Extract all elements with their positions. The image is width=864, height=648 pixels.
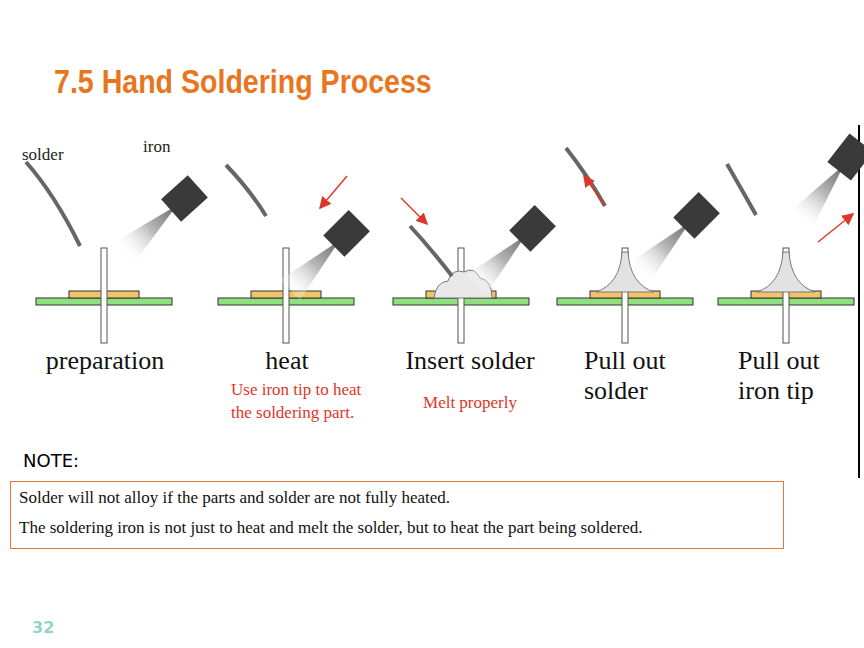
note-text: Solder will not alloy if the parts and s… bbox=[19, 488, 775, 508]
part-name: iron bbox=[143, 137, 170, 157]
step-note: Melt properly bbox=[385, 391, 555, 414]
step-caption: preparation bbox=[20, 346, 190, 376]
step-caption: Pull out iron tip bbox=[738, 346, 860, 406]
part-name: solder bbox=[22, 145, 64, 165]
page-number: 32 bbox=[32, 618, 54, 637]
step-caption: Insert solder bbox=[385, 346, 555, 376]
step-caption: heat bbox=[207, 346, 367, 376]
note-box: NOTE:Solder will not alloy if the parts … bbox=[10, 481, 784, 549]
note-text: The soldering iron is not just to heat a… bbox=[19, 518, 775, 538]
slide-title: 7.5 Hand Soldering Process bbox=[54, 62, 432, 101]
step-caption: Pull out solder bbox=[584, 346, 704, 406]
step-note: Use iron tip to heat the soldering part. bbox=[231, 378, 366, 424]
note-heading: NOTE: bbox=[23, 450, 79, 471]
